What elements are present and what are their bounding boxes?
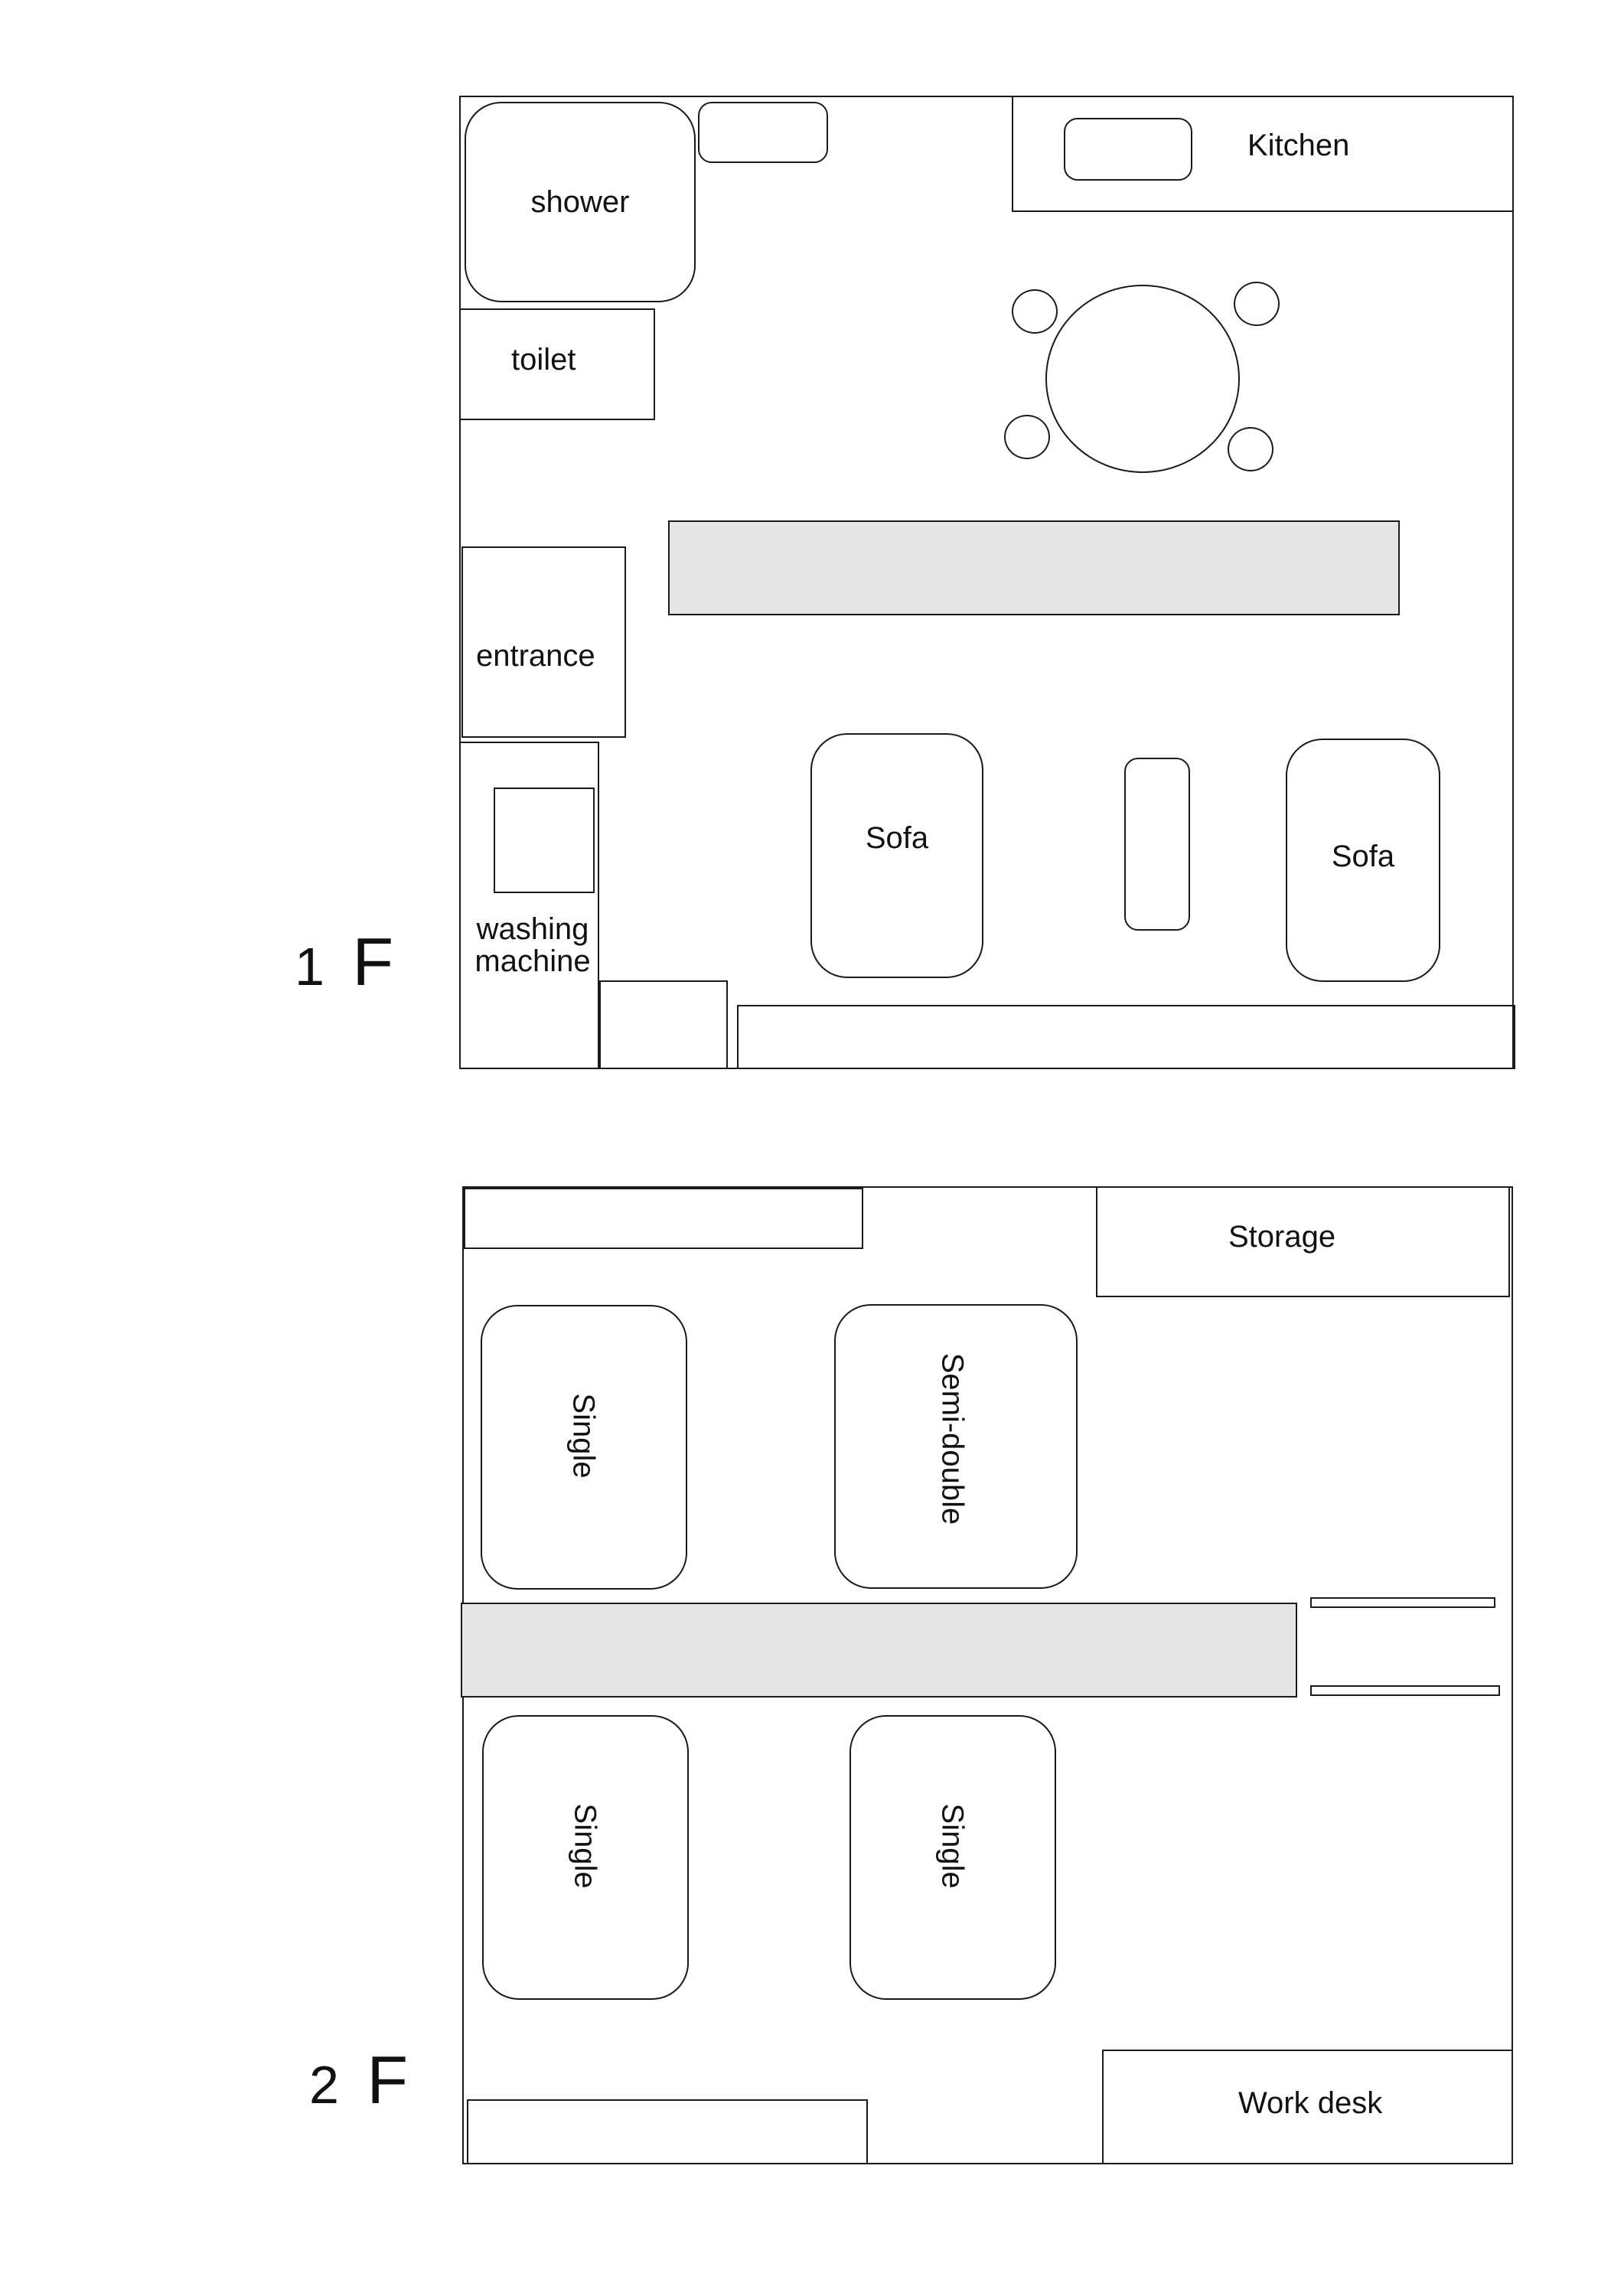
- railing-top: [1310, 1597, 1495, 1608]
- bed-top-left-label: Single: [566, 1393, 601, 1479]
- bed-bottom-left-label: Single: [568, 1803, 602, 1889]
- bed-top-right: Semi-double: [834, 1304, 1078, 1589]
- sink-fixture: [698, 102, 828, 163]
- washing-machine: [494, 788, 595, 893]
- work-desk: [1102, 2050, 1513, 2164]
- work-desk-label: Work desk: [1238, 2086, 1383, 2120]
- shelf-bottom-left: [467, 2099, 868, 2164]
- staircase-1f: [668, 520, 1400, 615]
- chair-top-left: [1012, 289, 1058, 334]
- kitchen-label: Kitchen: [1247, 129, 1350, 162]
- chair-bottom-right: [1228, 427, 1273, 471]
- floor-2-suffix: F: [367, 2042, 413, 2118]
- shoe-cabinet: [599, 980, 728, 1069]
- kitchen-area: [1012, 96, 1514, 212]
- floor-2-number: 2: [309, 2055, 344, 2115]
- floor-2-label: 2 F: [309, 2046, 413, 2119]
- washing-machine-label: washing machine: [474, 912, 591, 978]
- railing-bottom: [1310, 1685, 1500, 1696]
- tv-board: [737, 1005, 1515, 1069]
- laundry-area: [459, 742, 599, 1069]
- floor-1-suffix: F: [352, 924, 399, 1000]
- toilet-label: toilet: [511, 343, 576, 377]
- kitchen-sink: [1064, 118, 1192, 181]
- staircase-2f: [461, 1603, 1297, 1698]
- storage-area: [1096, 1186, 1510, 1297]
- shower-label: shower: [530, 185, 630, 219]
- entrance-label: entrance: [476, 639, 595, 673]
- bed-top-right-label: Semi-double: [934, 1352, 969, 1525]
- floor-1-label: 1 F: [295, 928, 398, 1001]
- bed-bottom-left: Single: [482, 1715, 689, 2000]
- chair-top-right: [1234, 282, 1280, 326]
- shower-room: shower: [465, 102, 696, 302]
- sofa-right: Sofa: [1286, 739, 1440, 982]
- sofa-right-label: Sofa: [1331, 840, 1395, 873]
- floor-1-number: 1: [295, 937, 329, 996]
- bed-bottom-right: Single: [850, 1715, 1056, 2000]
- sofa-left-label: Sofa: [865, 821, 929, 855]
- sofa-left: Sofa: [810, 733, 983, 978]
- toilet-room: [459, 308, 655, 420]
- shelf-top-left: [464, 1188, 863, 1249]
- chair-bottom-left: [1004, 415, 1050, 459]
- entrance-area: [461, 546, 626, 738]
- bed-top-left: Single: [481, 1305, 687, 1590]
- bed-bottom-right-label: Single: [935, 1803, 970, 1889]
- storage-label: Storage: [1228, 1220, 1336, 1254]
- dining-table: [1045, 285, 1240, 473]
- coffee-table: [1124, 758, 1190, 931]
